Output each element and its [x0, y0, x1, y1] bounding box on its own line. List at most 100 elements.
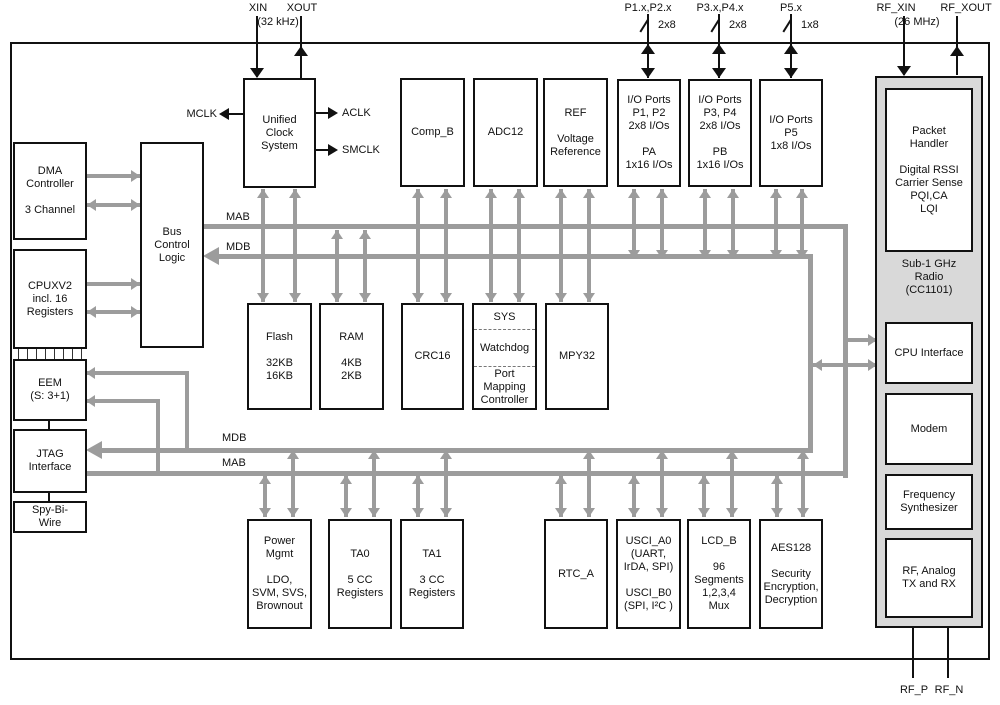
wire	[340, 475, 352, 484]
block-usci: USCI_A0(UART,IrDA, SPI)USCI_B0(SPI, I²C …	[616, 519, 681, 629]
wire	[217, 254, 813, 259]
pin-label-xtal-freq: (32 kHz)	[257, 16, 299, 28]
pin-label-rf-p: RF_P	[899, 684, 929, 696]
block-adc12: ADC12	[473, 78, 538, 187]
bus-width-p3p4: 2x8	[729, 19, 747, 31]
wire	[698, 475, 710, 484]
block-cpu-interface: CPU Interface	[885, 322, 973, 384]
wire	[632, 475, 636, 517]
wire	[294, 46, 308, 56]
wire	[641, 68, 655, 78]
wire	[259, 475, 271, 484]
wire	[656, 508, 668, 517]
wire	[359, 293, 371, 302]
wire	[131, 306, 140, 318]
bus-label-mdb-bottom: MDB	[222, 432, 247, 444]
wire	[412, 189, 424, 198]
pin-label-p3p4: P3.x,P4.x	[696, 2, 744, 14]
block-eem: EEM(S: 3+1)	[13, 359, 87, 421]
pin-label-xout: XOUT	[286, 2, 318, 14]
wire	[897, 66, 911, 76]
wire	[440, 293, 452, 302]
wire	[335, 230, 339, 302]
wire	[903, 16, 905, 75]
wire	[784, 68, 798, 78]
wire	[315, 112, 330, 114]
wire	[628, 250, 640, 259]
wire	[947, 628, 949, 678]
wire	[219, 108, 229, 120]
wire	[86, 399, 160, 403]
wire	[712, 68, 726, 78]
wire	[359, 230, 371, 239]
wire	[846, 338, 877, 342]
wire	[712, 44, 726, 54]
wire	[412, 475, 424, 484]
wire	[263, 475, 267, 517]
wire	[555, 293, 567, 302]
wire	[489, 189, 493, 302]
wire	[912, 628, 914, 678]
signal-label-mclk: MCLK	[186, 108, 217, 120]
wire	[628, 189, 640, 198]
wire	[440, 508, 452, 517]
sys-watchdog: Watchdog	[474, 329, 535, 366]
wire	[102, 448, 813, 453]
wire	[726, 450, 738, 459]
wire	[287, 450, 299, 459]
wire	[660, 450, 664, 517]
chip-outline	[10, 42, 990, 660]
wire	[797, 450, 809, 459]
wire	[583, 508, 595, 517]
wire	[555, 508, 567, 517]
wire	[48, 493, 50, 501]
wire	[727, 250, 739, 259]
wire	[656, 450, 668, 459]
wire	[87, 174, 140, 178]
wire	[87, 199, 96, 211]
wire	[368, 508, 380, 517]
wire	[800, 189, 804, 259]
wire	[813, 363, 877, 367]
wire	[656, 189, 668, 198]
block-modem: Modem	[885, 393, 973, 465]
wire	[517, 189, 521, 302]
wire	[583, 293, 595, 302]
wire	[256, 16, 258, 77]
wire	[444, 450, 448, 517]
wire	[131, 278, 140, 290]
wire	[86, 441, 102, 459]
wire	[731, 189, 735, 259]
pin-label-p1p2: P1.x,P2.x	[624, 2, 672, 14]
wire	[261, 189, 265, 302]
wire	[784, 44, 798, 54]
block-spy-bi-wire: Spy-Bi-Wire	[13, 501, 87, 533]
wire	[86, 367, 95, 379]
wire	[331, 293, 343, 302]
wire	[291, 450, 295, 517]
wire	[203, 224, 848, 229]
wire	[289, 293, 301, 302]
wire	[86, 395, 95, 407]
wire	[797, 508, 809, 517]
wire	[344, 475, 348, 517]
wire	[131, 199, 140, 211]
wire	[328, 144, 338, 156]
wire	[412, 508, 424, 517]
wire	[156, 399, 160, 475]
wire	[203, 247, 219, 265]
wire	[293, 189, 297, 302]
